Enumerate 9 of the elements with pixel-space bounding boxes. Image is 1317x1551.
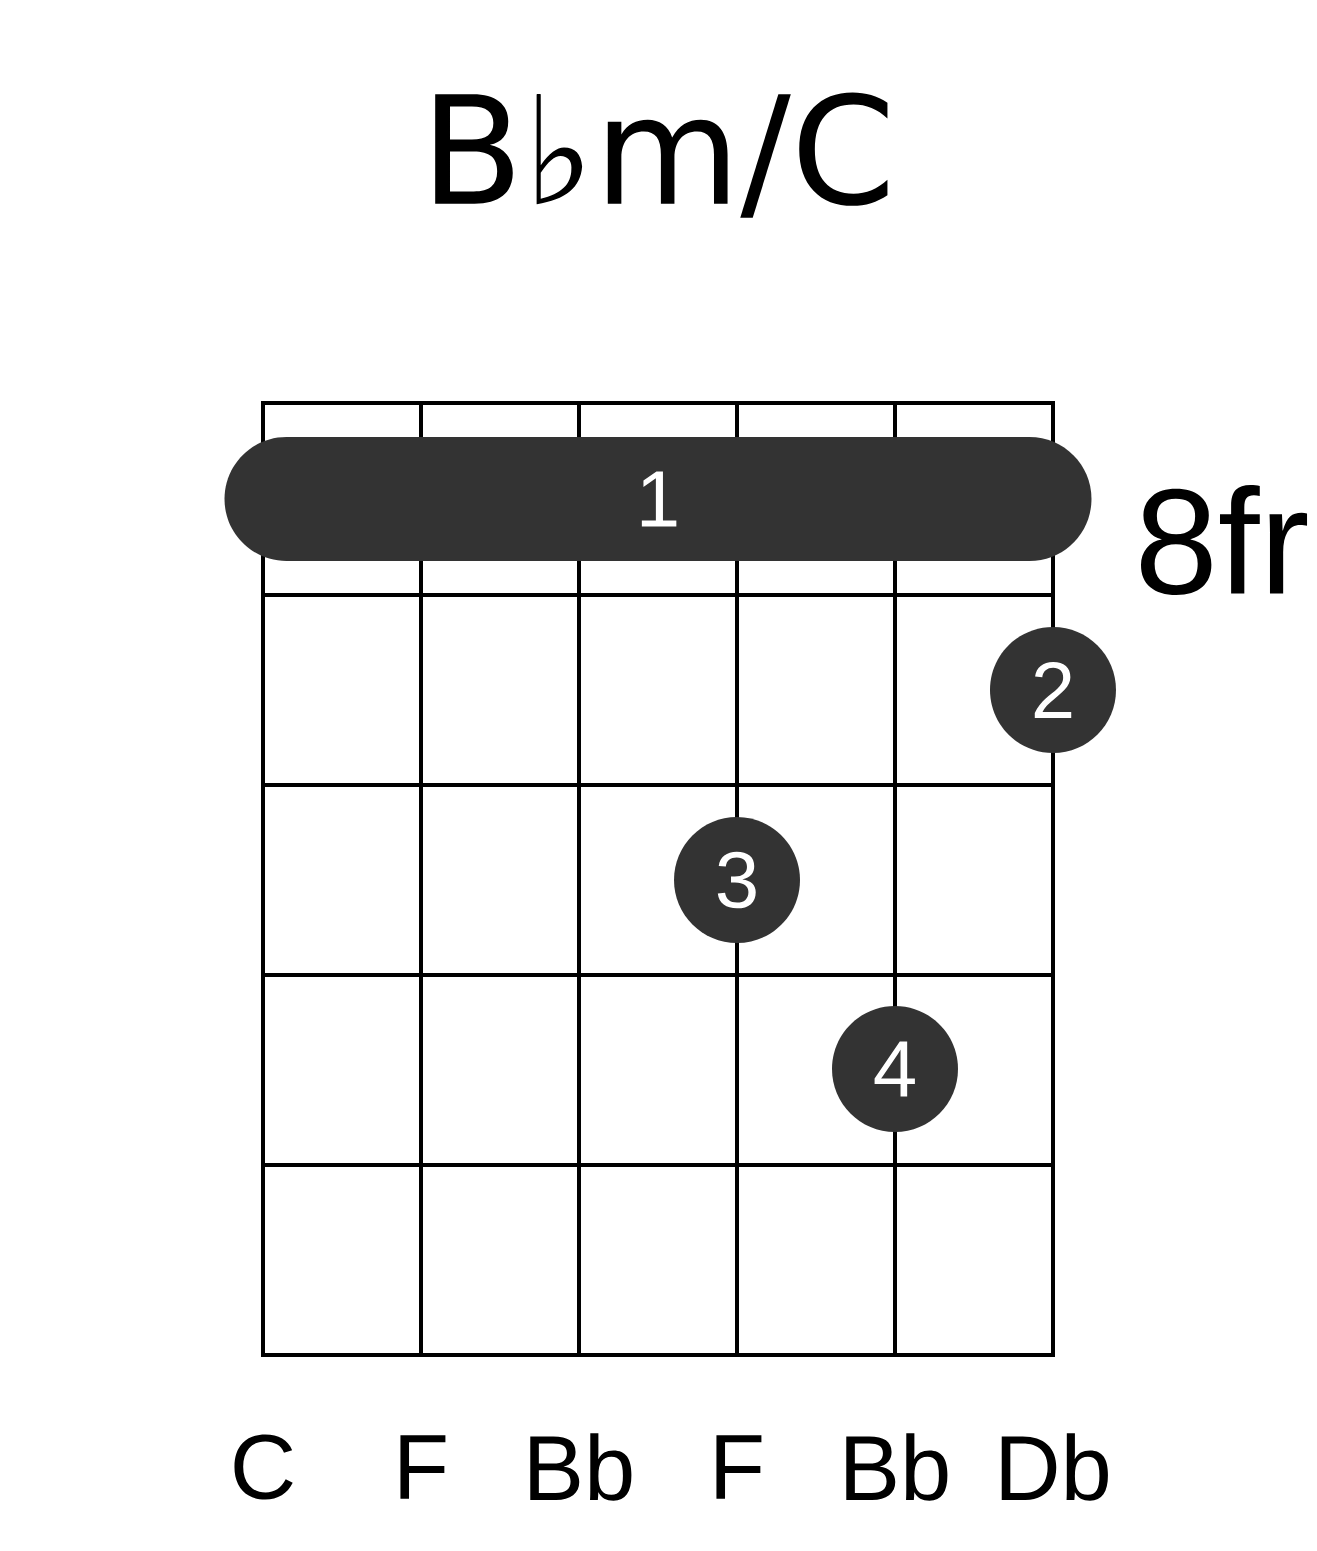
string-note-label: Db	[1001, 1433, 1108, 1501]
barre-bar: 1	[224, 437, 1092, 561]
string-note-label: Bb	[846, 1433, 948, 1501]
string-note-label: F	[400, 1435, 446, 1499]
fret-number-label: 8fr	[1141, 485, 1308, 595]
chord-title: B♭m/C	[435, 92, 888, 218]
string-note-label: F	[716, 1435, 762, 1499]
string-note-label: C	[234, 1434, 293, 1500]
string-note-label: Bb	[530, 1433, 632, 1501]
